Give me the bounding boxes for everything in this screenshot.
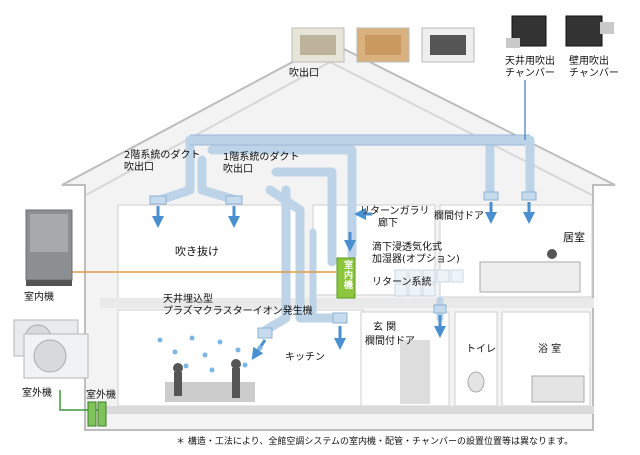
return-gallery-label: リターンガラリ (360, 206, 430, 217)
room-stairwell (117, 204, 299, 301)
outlet-label: 吹出口 (289, 68, 319, 79)
outdoor-line (59, 390, 100, 411)
toilet-label: トイレ (466, 344, 496, 355)
outlet-swatches (291, 27, 475, 63)
return-system-label: リターン系統 (372, 277, 432, 288)
footnote: ＊ 構造・工法により、全館空調システムの室内機・配管・チャンバーの設置位置等は異… (176, 437, 574, 447)
duct-2f-main (185, 135, 535, 200)
ranma-door-1f-label: 欄間付ドア (365, 336, 415, 347)
duct-2f-label: 2階系統のダクト 吹出口 (124, 150, 201, 173)
outdoor-unit-label: 室外機 (22, 388, 52, 399)
humidifier-label: 滴下浸透気化式 加湿器(オプション) (372, 242, 460, 265)
kitchen-label: キッチン (285, 352, 325, 363)
bedroom-label: 居室 (563, 231, 585, 244)
corridor-label: 廊下 (378, 218, 398, 229)
bath-label: 浴 室 (538, 344, 562, 355)
duct-2f-branch (155, 135, 195, 205)
entrance-label: 玄 関 (373, 322, 397, 333)
indoor-unit-label: 室内機 (24, 292, 54, 303)
chamber-illustrations (506, 15, 614, 48)
ranma-door-2f-label: 欄間付ドア (434, 211, 484, 222)
outdoor-unit-label-2: 室外機 (86, 390, 116, 401)
plasma-generator-label: 天井埋込型 プラズマクラスターイオン発生機 (163, 294, 313, 317)
outdoor-unit-panel (87, 401, 107, 427)
duct-1f-main (271, 167, 337, 267)
indoor-unit-illustration (25, 209, 73, 286)
outdoor-unit-illustration (13, 319, 89, 379)
indoor-unit-box-text: 室内機 (342, 260, 352, 290)
indoor-unit-box (336, 257, 356, 299)
duct-1f-label: 1階系統のダクト 吹出口 (223, 152, 300, 175)
wall-chamber-label: 壁用吹出 チャンバー (569, 56, 619, 79)
stairwell-label: 吹き抜け (175, 245, 219, 258)
ceiling-chamber-label: 天井用吹出 チャンバー (505, 56, 555, 79)
